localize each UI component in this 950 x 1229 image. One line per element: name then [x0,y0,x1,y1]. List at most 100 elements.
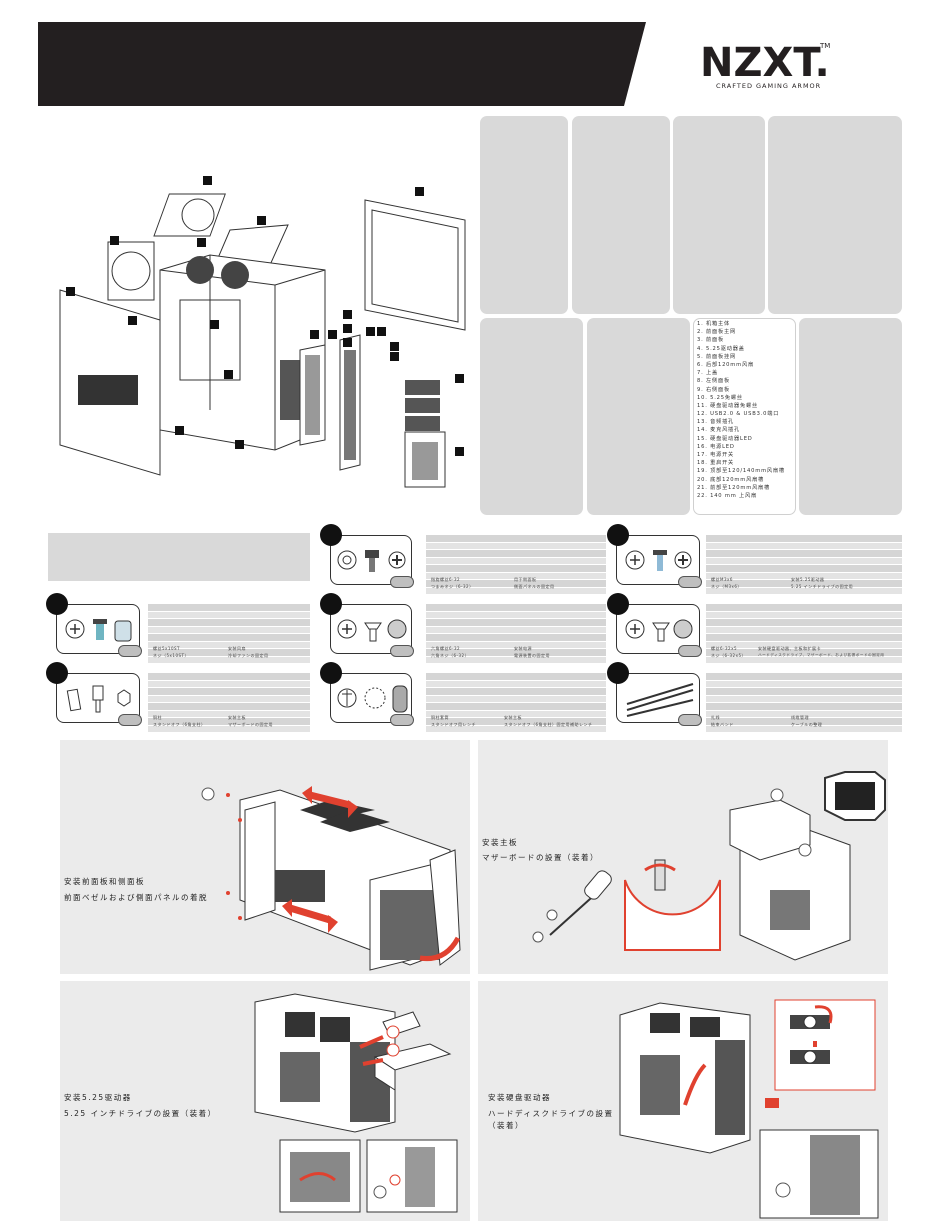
parts-list-item: 16. 电源LED [697,443,735,450]
parts-list-item: 1. 机箱主体 [697,321,730,327]
parts-list-item: 3. 前面板 [697,337,724,344]
quantity-oval [118,714,142,726]
parts-list-item: 7. 上盖 [697,370,718,377]
info-panel-4 [768,116,902,314]
parts-list-item: 15. 硬盘驱动器LED [697,435,753,442]
hardware-badge [320,662,342,684]
part-use-jp: 側面パネルの固定用 [514,584,555,589]
cable-tie-icon [626,683,694,717]
parts-list-item: 14. 麦克风插孔 [697,427,741,434]
parts-list-item: 9. 右侧面板 [697,386,730,393]
hardware-badge [320,593,342,615]
screw-632-icon [625,619,693,642]
part-use-jp: ハードディスクドライブ、マザーボード、および拡張ボードの固定用 [758,653,885,657]
logo-panel [624,22,909,106]
panels-illustration [201,786,461,971]
hex-screw-icon [337,619,407,642]
parts-list-item: 4. 5.25驱动器盖 [697,345,745,352]
parts-list-item: 8. 左侧面板 [697,378,730,385]
quantity-oval [390,714,414,726]
standoff-table: 铜柱 安装主板 スタンドオフ（6角支柱） マザーボードの固定用 [148,673,310,733]
thumb-screw-icon [337,550,406,572]
drive525-title-jp: 5.25 インチドライブの設置（装着） [64,1109,217,1118]
info-panel-2 [572,116,670,314]
quantity-oval [390,576,414,588]
part-name-jp: 六角ネジ（6-32） [431,653,470,658]
info-panel-3 [673,116,765,314]
thumb-screw-table: 指旋螺丝6-32 用于侧面板 つまみネジ（6-32） 側面パネルの固定用 [426,535,606,595]
part-use-cn: 安装主板 [228,715,246,720]
parts-list-item: 17. 电源开关 [697,452,735,458]
hardware-badge [46,662,68,684]
part-use-jp: マザーボードの固定用 [228,722,273,727]
part-use-cn: 安装主板 [504,715,522,720]
info-panel-1 [480,116,568,314]
fan-screw-table: 螺丝5x10ST 安装风扇 ネジ（5x10ST） 冷却ファンの固定用 [148,604,310,664]
drive525-illustration [254,993,458,1213]
parts-list-item: 13. 音频插孔 [697,419,735,426]
drive525-title-cn: 安装5.25驱动器 [64,1093,132,1102]
parts-list-item: 19. 顶部至120/140mm风扇槽 [697,468,785,475]
thumb-screw-box [330,535,412,585]
info-panel-6 [587,318,690,515]
part-use-cn: 安装5.25驱动器 [791,577,825,582]
panels-title-cn: 安装前面板和侧面板 [64,877,145,886]
part-use-cn: 安装电源 [514,646,532,651]
hdd-title-cn: 安装硬盘驱动器 [488,1093,551,1102]
part-use-cn: 安装硬盘驱动器、主板和扩展卡 [758,646,821,651]
part-use-jp: 5.25 インチドライブの固定用 [791,584,854,589]
quantity-oval [678,645,702,657]
standoff-tool-table: 铜柱套筒 安装主板 スタンドオフ用レンチ スタンドオフ（6角支柱）固定用補助レン… [426,673,606,733]
parts-list-item: 21. 前部至120mm风扇槽 [697,484,771,491]
part-name-jp: ネジ（6-32x5） [711,653,746,658]
part-use-cn: 安装风扇 [228,646,246,651]
info-panel-5 [480,318,583,515]
part-use-cn: 用于侧面板 [514,577,537,582]
quantity-oval [390,645,414,657]
part-use-cn: 线缆管理 [791,715,809,720]
hardware-badge [607,593,629,615]
part-use-jp: ケーブルの整理 [791,722,823,727]
trademark-mark: TM [820,42,831,50]
hardware-header-box [48,533,310,581]
motherboard-title-jp: マザーボードの設置（装着） [482,853,599,862]
hardware-badge [607,524,629,546]
part-name-jp: スタンドオフ（6角支柱） [153,722,206,727]
hardware-badge [320,524,342,546]
parts-list-item: 2. 前面板主网 [697,329,736,336]
m3-screw-icon [625,550,692,571]
hex-screw-table: 六角螺丝6-32 安装电源 六角ネジ（6-32） 電源装置の固定用 [426,604,606,664]
cable-tie-table: 扎线 线缆管理 結束バンド ケーブルの整理 [706,673,902,733]
hdd-illustration [619,999,879,1219]
logo-tagline: CRAFTED GAMING ARMOR [716,82,822,90]
part-name-jp: スタンドオフ用レンチ [431,722,476,727]
part-name-cn: 螺丝M3x6 [711,577,733,582]
parts-list-item: 12. USB2.0 & USB3.0端口 [697,411,780,418]
parts-list-item: 18. 重启开关 [697,460,735,467]
motherboard-title-cn: 安装主板 [482,838,518,847]
standoff-tool-icon [337,685,408,713]
panels-title-jp: 前面ベゼルおよび側面パネルの着脱 [64,893,208,902]
part-name-jp: ネジ（M3x6） [711,584,742,589]
part-name-jp: つまみネジ（6-32） [431,584,474,589]
motherboard-illustration [532,771,886,961]
fan-screw-box [56,604,140,654]
parts-list-item: 5. 前面板挂网 [697,353,736,360]
quantity-oval [118,645,142,657]
part-name-cn: 螺丝5x10ST [153,646,180,651]
quantity-oval [678,576,702,588]
parts-list-item: 11. 硬盘驱动器免螺丝 [697,402,758,409]
quantity-oval [678,714,702,726]
m3-screw-table: 螺丝M3x6 安装5.25驱动器 ネジ（M3x6） 5.25 インチドライブの固… [706,535,902,595]
parts-list-panel [693,318,796,515]
hardware-badge [46,593,68,615]
parts-list: 1. 机箱主体 2. 前面板主网 3. 前面板 4. 5.25驱动器盖 5. 前… [697,320,785,500]
part-name-jp: ネジ（5x10ST） [153,653,189,658]
fan-screw-icon [65,619,132,642]
parts-list-item: 10. 5.25免螺丝 [697,394,743,401]
part-name-cn: 六角螺丝6-32 [431,646,461,651]
part-name-cn: 螺丝6-32x5 [711,646,737,651]
parts-list-item: 6. 后部120mm风扇 [697,361,754,368]
part-name-cn: 指旋螺丝6-32 [431,577,461,582]
part-name-jp: 結束バンド [711,722,734,727]
